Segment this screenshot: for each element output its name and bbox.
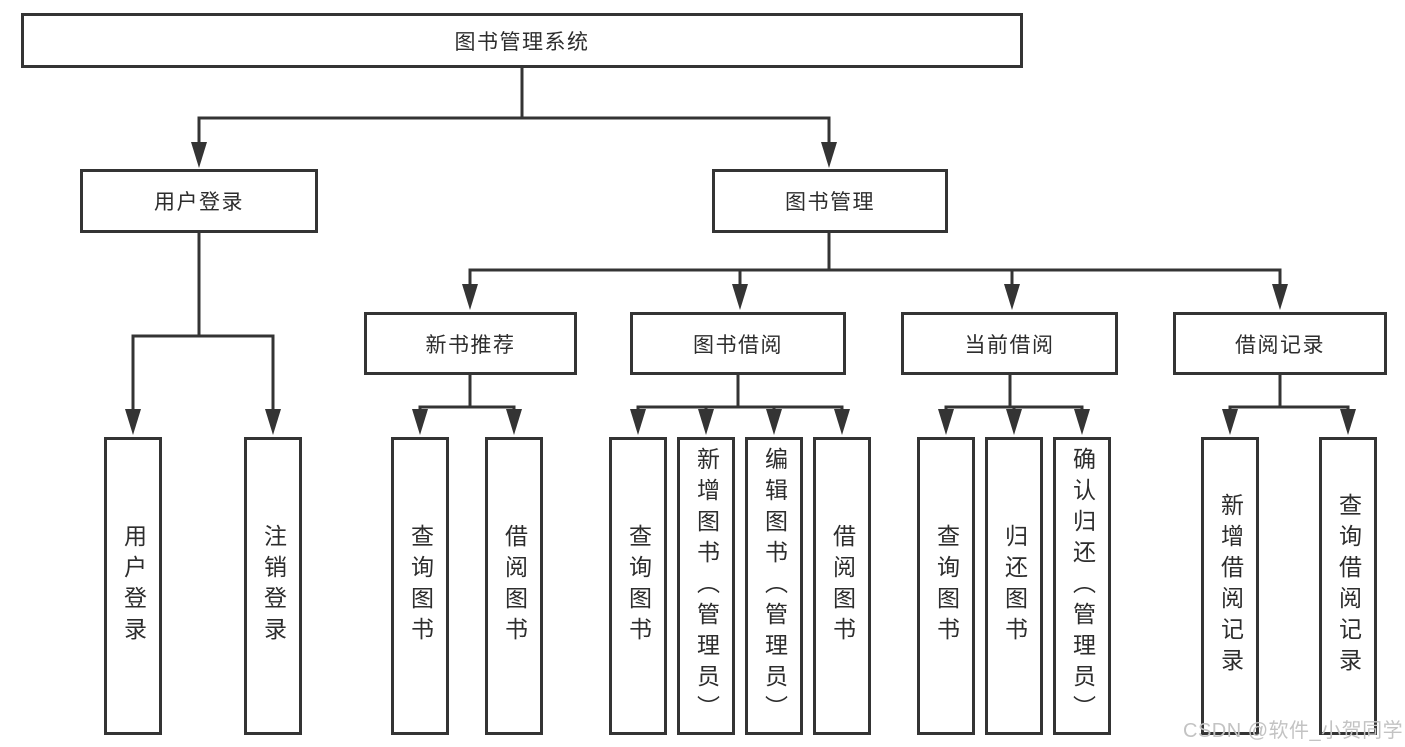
leaf-query-borrow-record: 查询借阅记录 xyxy=(1319,437,1377,735)
leaf-user-login: 用户登录 xyxy=(104,437,162,735)
leaf-query-books-newbook: 查询图书 xyxy=(391,437,449,735)
arrowhead xyxy=(698,409,714,435)
connector-root-to-level2 xyxy=(191,68,837,168)
arrowhead xyxy=(834,409,850,435)
leaf-logout-login: 注销登录 xyxy=(244,437,302,735)
leaf-return-books: 归还图书 xyxy=(985,437,1043,735)
node-borrow-records: 借阅记录 xyxy=(1173,312,1387,375)
csdn-watermark: CSDN @软件_小贺同学 xyxy=(1183,720,1404,742)
leaf-borrow-books-borrow: 借阅图书 xyxy=(813,437,871,735)
arrowhead xyxy=(191,142,207,168)
arrowhead xyxy=(462,284,478,310)
leaf-query-books-borrow: 查询图书 xyxy=(609,437,667,735)
leaf-confirm-return-admin: 确认归还（管理员） xyxy=(1053,437,1111,735)
arrowhead xyxy=(630,409,646,435)
arrowhead xyxy=(1340,409,1356,435)
node-user-login: 用户登录 xyxy=(80,169,318,233)
connector-user-login-children xyxy=(125,233,281,435)
arrowhead xyxy=(766,409,782,435)
arrowhead xyxy=(1222,409,1238,435)
connector-current-borrow-children xyxy=(938,375,1090,435)
leaf-query-books-current: 查询图书 xyxy=(917,437,975,735)
leaf-borrow-books-newbook: 借阅图书 xyxy=(485,437,543,735)
arrowhead xyxy=(412,409,428,435)
leaf-add-borrow-record: 新增借阅记录 xyxy=(1201,437,1259,735)
arrowhead xyxy=(1006,409,1022,435)
connector-book-borrow-children xyxy=(630,375,850,435)
node-book-management: 图书管理 xyxy=(712,169,948,233)
connector-borrow-records-children xyxy=(1222,375,1356,435)
arrowhead xyxy=(732,284,748,310)
node-library-management-system: 图书管理系统 xyxy=(21,13,1023,68)
connector-book-management-children xyxy=(462,233,1288,310)
arrowhead xyxy=(125,409,141,435)
arrowhead xyxy=(821,142,837,168)
arrowhead xyxy=(938,409,954,435)
node-current-borrow: 当前借阅 xyxy=(901,312,1118,375)
leaf-edit-books-admin: 编辑图书（管理员） xyxy=(745,437,803,735)
node-book-borrow: 图书借阅 xyxy=(630,312,846,375)
connector-new-book-recommend-children xyxy=(412,375,522,435)
arrowhead xyxy=(1004,284,1020,310)
leaf-add-books-admin: 新增图书（管理员） xyxy=(677,437,735,735)
arrowhead xyxy=(506,409,522,435)
arrowhead xyxy=(265,409,281,435)
arrowhead xyxy=(1272,284,1288,310)
node-new-book-recommend: 新书推荐 xyxy=(364,312,577,375)
arrowhead xyxy=(1074,409,1090,435)
